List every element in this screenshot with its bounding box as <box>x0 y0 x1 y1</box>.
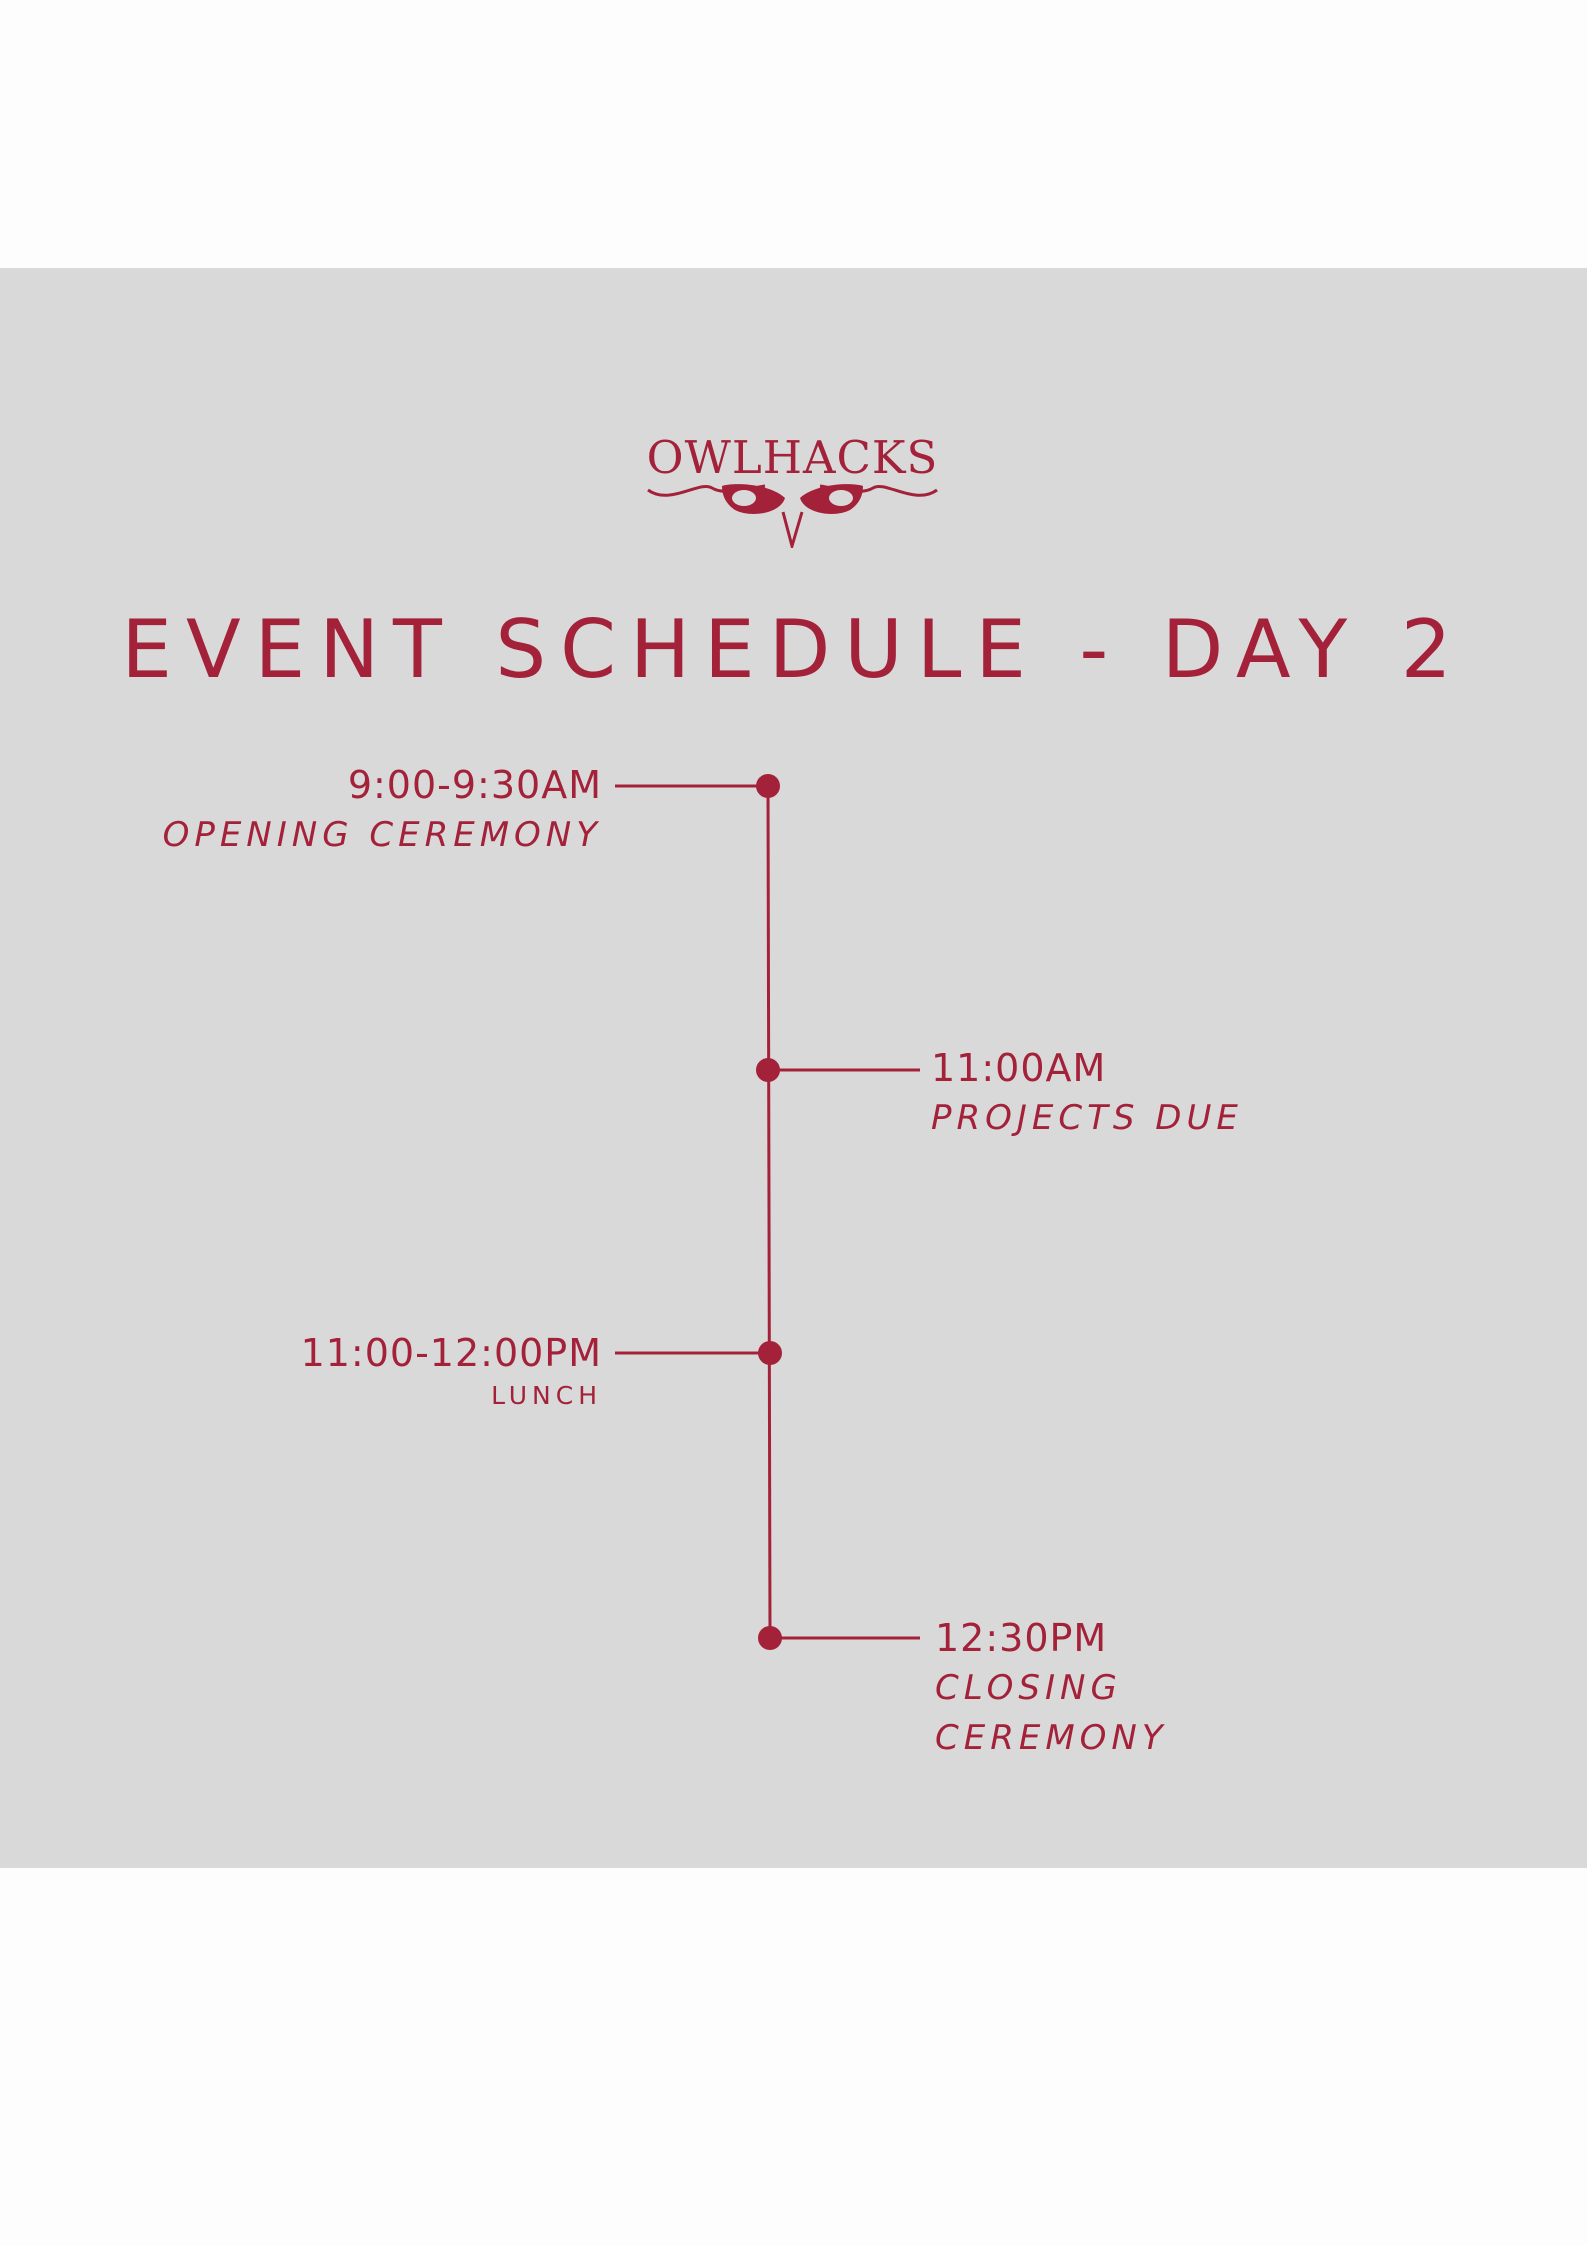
timeline-dot-3 <box>758 1341 782 1365</box>
page-title: EVENT SCHEDULE - DAY 2 <box>121 603 1466 696</box>
event-closing-ceremony: 12:30PM CLOSING CEREMONY <box>935 1613 1495 1763</box>
schedule-panel <box>0 268 1587 1868</box>
timeline-dot-4 <box>758 1626 782 1650</box>
event-lunch: 11:00-12:00PM LUNCH <box>42 1328 602 1414</box>
event-description: PROJECTS DUE <box>931 1098 1243 1138</box>
event-time: 11:00AM <box>931 1046 1107 1090</box>
event-opening-ceremony: 9:00-9:30AM OPENING CEREMONY <box>42 760 602 860</box>
event-time: 9:00-9:30AM <box>347 763 602 807</box>
event-time: 11:00-12:00PM <box>300 1331 602 1375</box>
timeline-dot-2 <box>756 1058 780 1082</box>
logo-text: OWLHACKS <box>646 431 939 484</box>
timeline-dot-1 <box>756 774 780 798</box>
event-description-line2: CEREMONY <box>935 1718 1168 1758</box>
event-description: OPENING CEREMONY <box>162 815 602 855</box>
owl-eyes-icon <box>647 484 938 548</box>
event-description: LUNCH <box>491 1381 602 1410</box>
event-description-line1: CLOSING <box>935 1668 1122 1708</box>
event-projects-due: 11:00AM PROJECTS DUE <box>931 1043 1491 1143</box>
event-time: 12:30PM <box>935 1616 1108 1660</box>
timeline-spine <box>766 785 772 1641</box>
owlhacks-logo: OWLHACKS <box>640 428 945 548</box>
